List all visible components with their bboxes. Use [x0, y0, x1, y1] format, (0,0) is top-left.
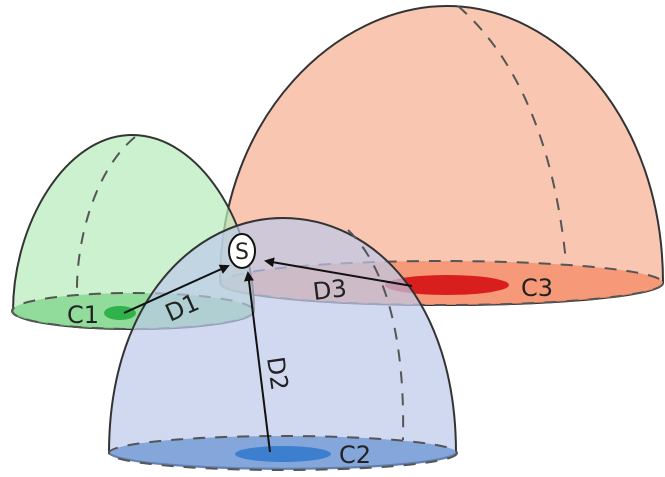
source-label: S: [235, 240, 249, 265]
dome-c2-meridian: [347, 229, 405, 441]
d3-label: D3: [311, 274, 348, 306]
dome-c2-center: [235, 446, 331, 462]
dome-c2-base-back-edge: [108, 435, 458, 471]
c3-label: C3: [521, 274, 553, 302]
dome-c3-meridian: [457, 5, 567, 263]
d3-arrow: [264, 257, 413, 287]
c1-label: C1: [67, 301, 99, 329]
dome-c3-center: [385, 275, 509, 295]
d2-label: D2: [261, 355, 293, 392]
source-node: S: [228, 233, 256, 269]
source-circle: [228, 233, 256, 269]
d2-arrow: [244, 271, 271, 453]
dome-c1-center: [104, 306, 136, 320]
c2-label: C2: [339, 441, 371, 469]
d1-arrow: [123, 264, 230, 314]
